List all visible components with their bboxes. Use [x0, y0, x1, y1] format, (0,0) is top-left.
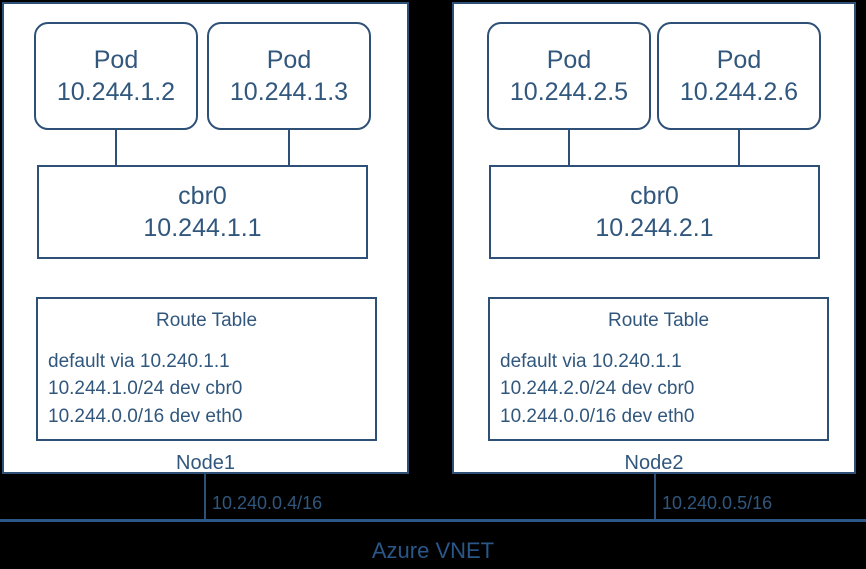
pod-ip: 10.244.2.6: [679, 78, 799, 106]
vnet-ip-node2: 10.240.0.5/16: [662, 493, 773, 513]
route-table-entries: default via 10.240.1.1 10.244.2.0/24 dev…: [490, 348, 827, 430]
pod-box-node2-pod2[interactable]: Pod 10.244.2.6: [657, 22, 821, 130]
node-label-node1: Node1: [176, 452, 235, 474]
connector-node2-pod1-to-bridge: [568, 130, 570, 166]
route-table-title: Route Table: [155, 310, 258, 331]
connector-node1-pod1-to-bridge: [115, 130, 117, 166]
bridge-ip: 10.244.1.1: [143, 214, 262, 242]
route-entry: 10.244.2.0/24 dev cbr0: [500, 378, 695, 400]
bridge-ip: 10.244.2.1: [595, 214, 714, 242]
uplink-node2-to-vnet: [654, 474, 656, 521]
pod-box-node2-pod1[interactable]: Pod 10.244.2.5: [487, 22, 651, 130]
uplink-node1-to-vnet: [204, 474, 206, 521]
node-label-node2: Node2: [624, 452, 684, 474]
route-table-node1[interactable]: Route Table default via 10.240.1.1 10.24…: [36, 297, 377, 441]
bridge-name: cbr0: [178, 182, 227, 210]
pod-ip: 10.244.1.2: [56, 78, 176, 106]
vnet-ip-node1: 10.240.0.4/16: [212, 493, 323, 513]
pod-title: Pod: [716, 46, 762, 74]
route-table-node2[interactable]: Route Table default via 10.240.1.1 10.24…: [488, 297, 829, 441]
bridge-box-node1[interactable]: cbr0 10.244.1.1: [37, 165, 368, 259]
bridge-name: cbr0: [630, 182, 679, 210]
pod-title: Pod: [93, 46, 139, 74]
pod-ip: 10.244.2.5: [509, 78, 629, 106]
vnet-bus-line: [0, 519, 866, 522]
connector-node2-pod2-to-bridge: [738, 130, 740, 166]
route-table-entries: default via 10.240.1.1 10.244.1.0/24 dev…: [38, 348, 375, 430]
pod-ip: 10.244.1.3: [229, 78, 349, 106]
route-entry: 10.244.0.0/16 dev eth0: [48, 405, 243, 427]
connector-node1-pod2-to-bridge: [288, 130, 290, 166]
route-entry: 10.244.0.0/16 dev eth0: [500, 405, 695, 427]
pod-title: Pod: [546, 46, 592, 74]
pod-box-node1-pod1[interactable]: Pod 10.244.1.2: [34, 22, 198, 130]
route-entry: default via 10.240.1.1: [48, 351, 230, 372]
route-table-title: Route Table: [607, 310, 710, 331]
vnet-title: Azure VNET: [371, 538, 495, 563]
route-entry: default via 10.240.1.1: [500, 351, 682, 372]
pod-box-node1-pod2[interactable]: Pod 10.244.1.3: [207, 22, 371, 130]
bridge-box-node2[interactable]: cbr0 10.244.2.1: [489, 165, 820, 259]
pod-title: Pod: [266, 46, 312, 74]
route-entry: 10.244.1.0/24 dev cbr0: [48, 378, 243, 400]
